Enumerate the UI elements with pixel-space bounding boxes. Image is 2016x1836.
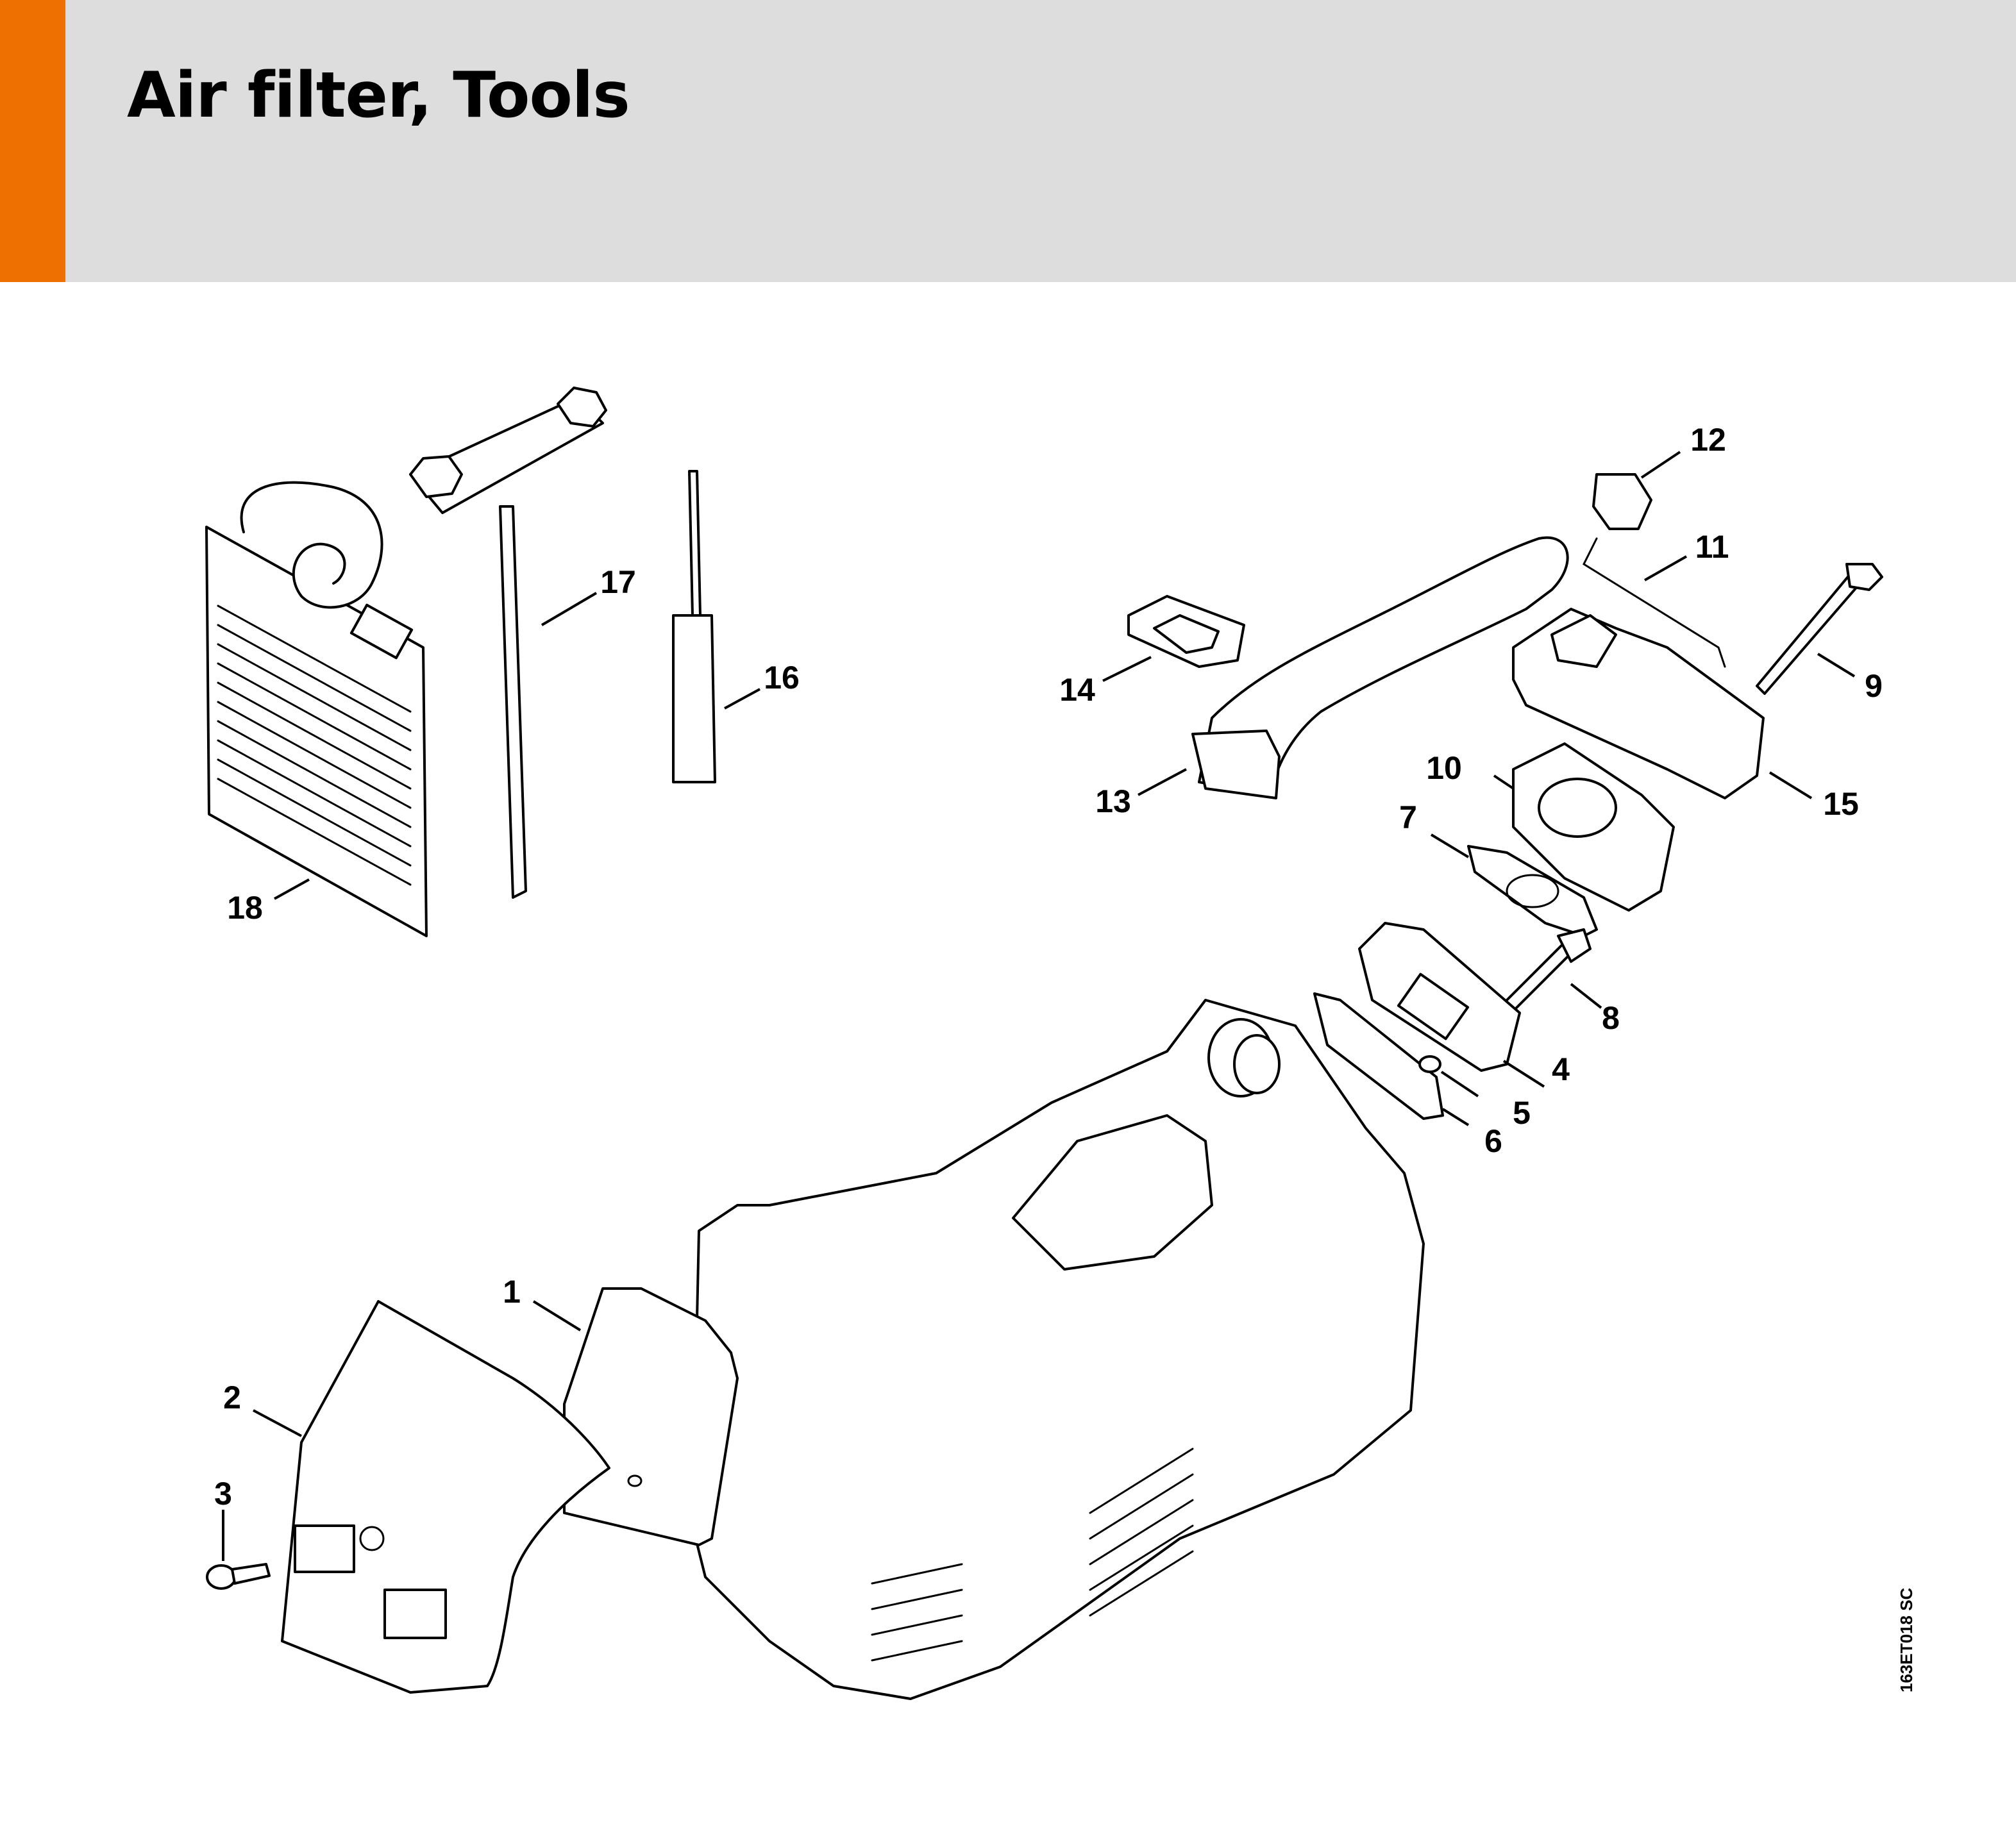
air-filter-drawing [563, 1287, 739, 1546]
leader-line-9 [1817, 653, 1856, 678]
callout-label-3: 3 [214, 1476, 232, 1512]
callout-label-9: 9 [1865, 668, 1883, 704]
engine-housing-drawing [691, 999, 1425, 1700]
exploded-parts-diagram: 1 2 3 4 5 6 7 8 9 10 11 12 13 14 15 16 1… [205, 387, 1916, 1700]
callout-label-13: 13 [1095, 783, 1131, 819]
filter-cover-drawing [281, 1300, 610, 1694]
callout-label-17: 17 [600, 564, 636, 600]
leader-lines [222, 451, 1856, 1561]
leader-line-4 [1502, 1060, 1545, 1088]
leader-line-2 [253, 1409, 302, 1437]
callout-labels: 1 2 3 4 5 6 7 8 9 10 11 12 13 14 15 16 1… [214, 422, 1883, 1512]
leader-line-13 [1138, 768, 1187, 796]
callout-label-8: 8 [1602, 1000, 1620, 1036]
choke-rod-drawing [1583, 537, 1726, 668]
carburetor-flange-drawing [1358, 922, 1521, 1072]
callout-label-11: 11 [1695, 529, 1729, 565]
leader-line-15 [1768, 771, 1813, 799]
carburetor-carrier-drawing [1512, 608, 1765, 799]
combination-wrench-drawing [409, 387, 607, 899]
callout-label-14: 14 [1059, 672, 1095, 708]
leader-line-8 [1570, 983, 1602, 1009]
carburetor-drawing [1512, 742, 1675, 912]
leader-line-16 [724, 688, 760, 710]
callout-label-16: 16 [764, 660, 800, 696]
leader-line-5 [1440, 1071, 1479, 1097]
flange-nut-drawing [1418, 1055, 1441, 1073]
callout-label-1: 1 [503, 1274, 521, 1310]
callout-label-6: 6 [1484, 1123, 1502, 1159]
callout-label-5: 5 [1513, 1095, 1531, 1131]
choke-lever-drawing [1592, 473, 1652, 530]
flange-screw-drawing [1499, 928, 1592, 1015]
manifold-grommet-drawing [1127, 595, 1245, 668]
leader-line-12 [1640, 451, 1681, 479]
leader-line-11 [1644, 555, 1687, 581]
leader-line-18 [274, 878, 310, 900]
leader-line-1 [532, 1300, 582, 1331]
callout-label-10: 10 [1426, 750, 1462, 786]
leader-line-17 [541, 592, 598, 626]
drawing-code: 163ET018 SC [1897, 1587, 1916, 1692]
page-title: Air filter, Tools [127, 59, 630, 132]
accent-stripe [0, 0, 65, 282]
leader-line-6 [1441, 1108, 1470, 1126]
flange-gasket-drawing [1313, 992, 1444, 1120]
callout-label-7: 7 [1399, 799, 1417, 835]
callout-label-18: 18 [227, 890, 263, 926]
intake-manifold-drawing [1191, 536, 1569, 799]
leader-line-10 [1493, 774, 1515, 790]
leader-line-7 [1430, 833, 1470, 858]
leader-line-14 [1102, 656, 1152, 682]
callout-label-4: 4 [1552, 1051, 1570, 1087]
callout-label-2: 2 [223, 1380, 241, 1415]
callout-label-15: 15 [1823, 786, 1859, 822]
cover-screw-drawing [206, 1563, 271, 1590]
screwdriver-drawing [672, 470, 716, 783]
header-bar [0, 0, 2016, 282]
callout-label-12: 12 [1690, 422, 1726, 458]
carrier-screw-drawing [1756, 563, 1883, 695]
instruction-card-drawing [205, 481, 428, 937]
carburetor-gasket-drawing [1467, 845, 1598, 937]
